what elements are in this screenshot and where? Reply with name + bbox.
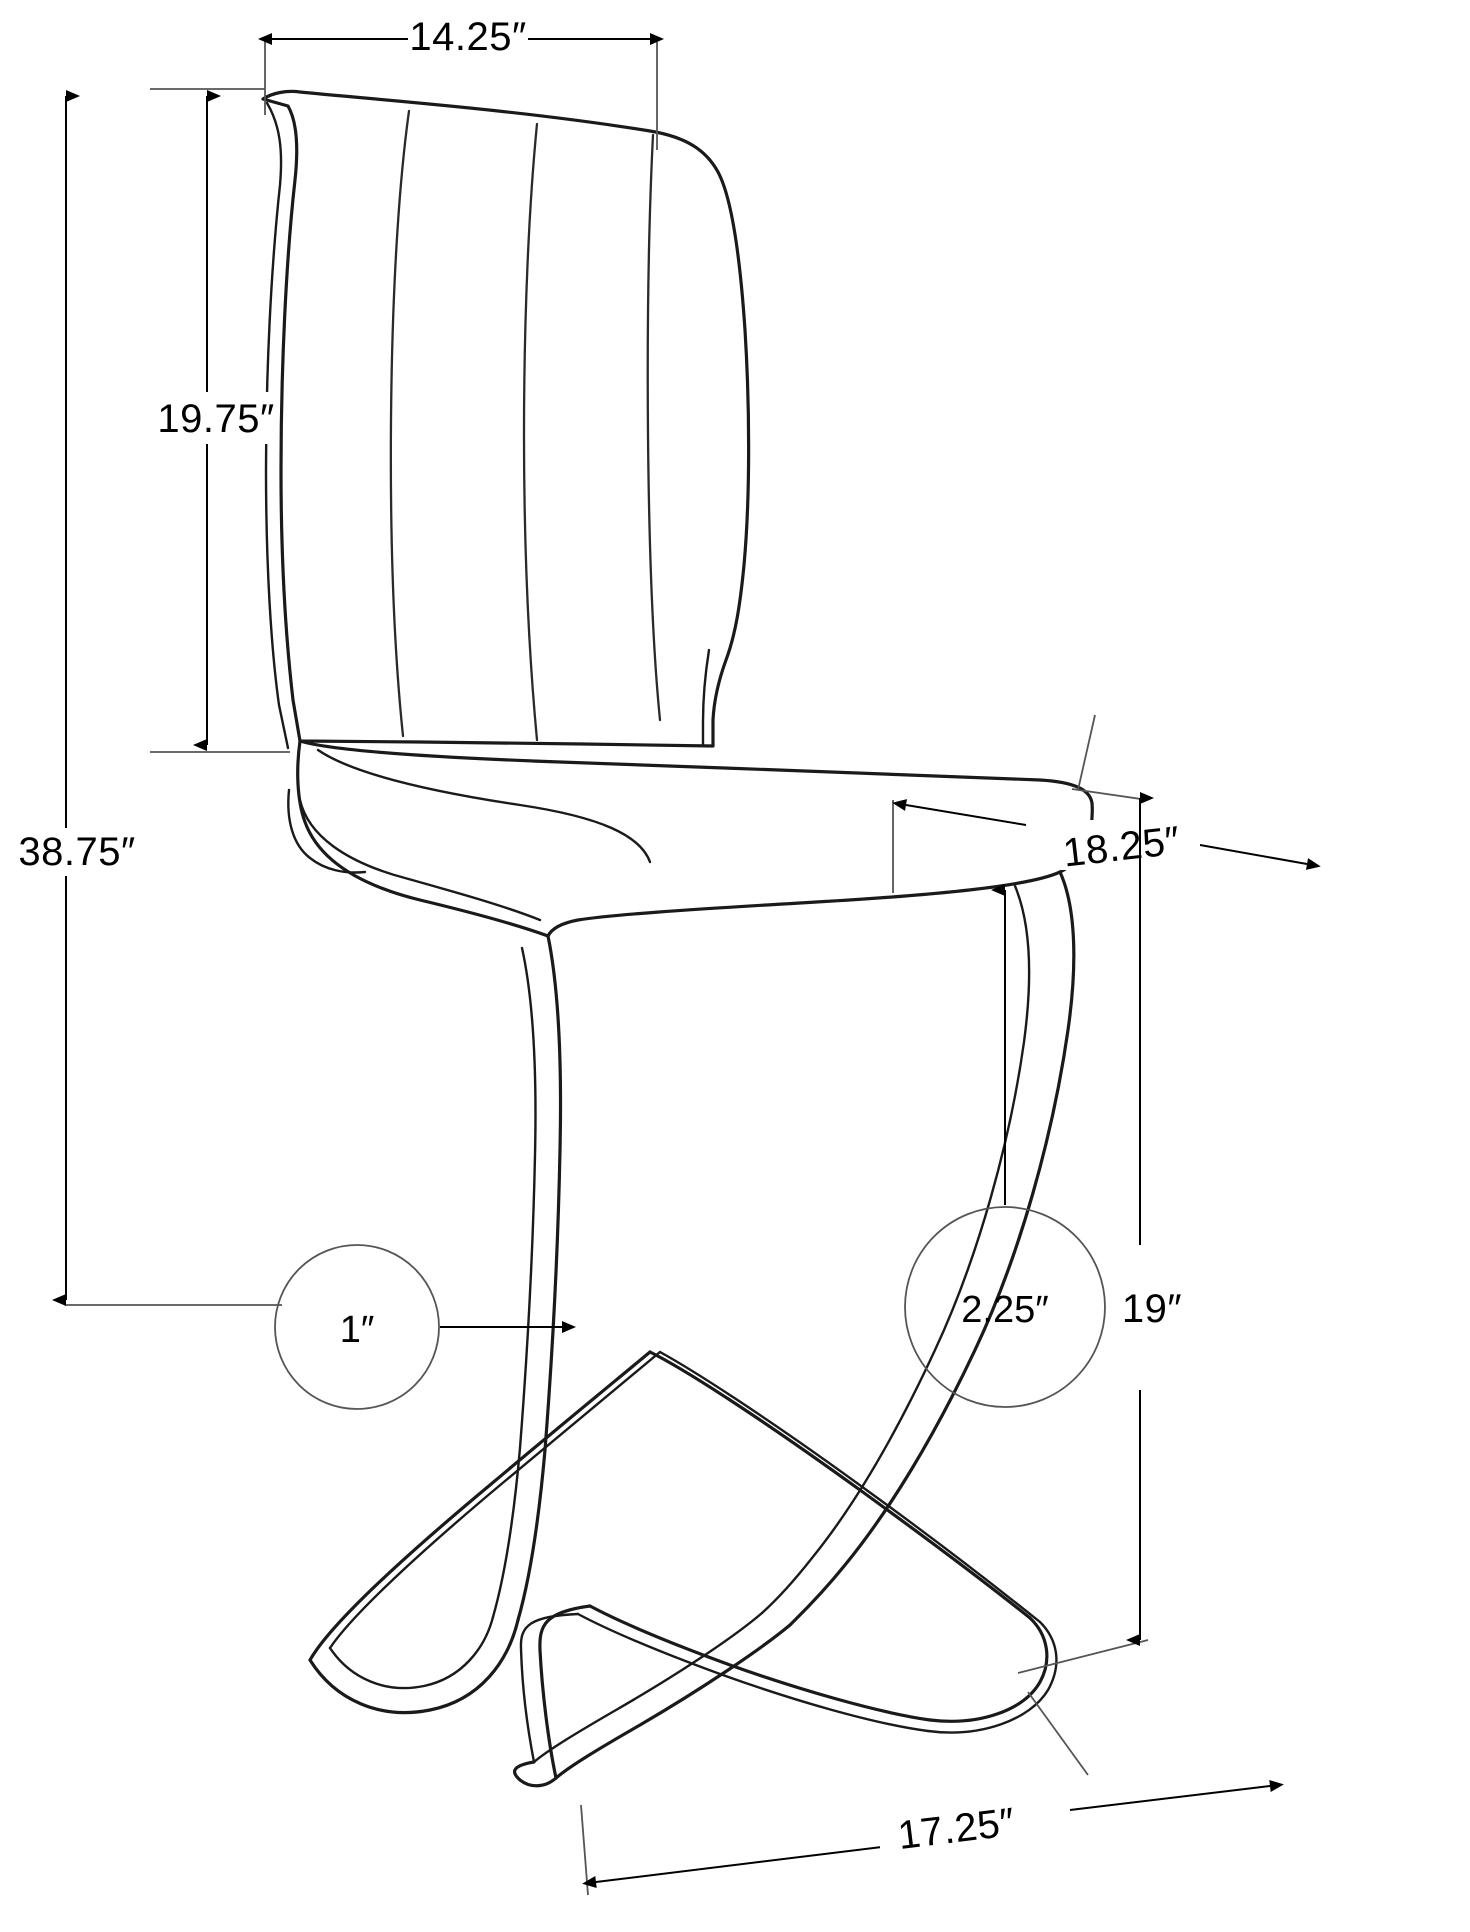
dim-label-overall-height: 38.75″	[18, 830, 135, 874]
frame-left-lower-leg-inner	[519, 1612, 580, 1764]
frame-cross-bar-bottom	[658, 1350, 1042, 1624]
backrest-seam-1	[389, 109, 411, 738]
label-mask-base-depth	[880, 1800, 1040, 1852]
callout-label-1in: 1″	[340, 1309, 375, 1351]
frame-right-outer	[788, 870, 1076, 1627]
seat-top-surface	[298, 739, 1094, 805]
frame-bottom-curve-inner	[328, 1615, 495, 1690]
seat-under-lip	[298, 798, 542, 922]
ext-line-seatheight-top	[1071, 788, 1149, 801]
backrest-right-lower-edge	[701, 648, 711, 747]
callout-circle-225in	[904, 1206, 1106, 1408]
callout-frame-thickness: 1″	[274, 1244, 576, 1410]
frame-right-foot-inner	[532, 1611, 764, 1764]
frame-floor-bar-top	[308, 1350, 652, 1662]
frame-cross-bar-top	[648, 1350, 1032, 1620]
backrest-seam-2	[522, 122, 539, 742]
ext-line-basedepth-left	[580, 1804, 589, 1896]
callout-seat-thickness: 2.25″	[904, 884, 1106, 1408]
frame-left-outer	[516, 934, 563, 1622]
frame-right-base-outer	[928, 1616, 1049, 1723]
dimension-base-depth: 17.25″	[580, 1691, 1284, 1896]
frame-sled-low-left-inner	[576, 1612, 930, 1733]
frame-right-base-inner	[926, 1620, 1058, 1734]
dim-line-seat-depth-left	[892, 799, 1027, 826]
seat-front-edge	[296, 739, 550, 938]
dim-line-base-depth-right	[1069, 1780, 1284, 1811]
label-mask-seat-depth	[1050, 820, 1200, 870]
dim-label-width-top: 14.25″	[409, 15, 526, 59]
label-mask-back-height	[160, 392, 272, 444]
backrest-left-edge	[264, 101, 290, 750]
callout-label-225in: 2.25″	[961, 1289, 1048, 1331]
dimension-seat-height: 19″	[1017, 788, 1202, 1674]
dim-label-seat-height: 19″	[1122, 1287, 1182, 1331]
frame-right-foot	[554, 1623, 792, 1780]
seat-left-tab	[287, 788, 367, 874]
dim-label-back-height: 19.75″	[157, 397, 274, 441]
ext-line-seatdepth-right	[1077, 714, 1096, 791]
dimension-width-top: 14.25″	[258, 15, 664, 150]
frame-left-inner	[491, 946, 537, 1619]
dim-line-base-depth-left	[582, 1845, 891, 1888]
ext-line-seatheight-bottom	[1017, 1639, 1149, 1674]
label-mask-width-top	[408, 16, 528, 62]
frame-left-tip	[513, 1760, 558, 1788]
dimension-seat-depth: 18.25″	[892, 714, 1321, 893]
label-mask-seat-height	[1110, 1282, 1202, 1332]
frame-right-inner	[760, 884, 1031, 1615]
dimension-back-height: 19.75″	[150, 88, 290, 753]
frame-sled-low-left	[588, 1604, 932, 1722]
dim-line-seat-depth-right	[1199, 844, 1321, 870]
backrest-seam-3	[646, 133, 662, 722]
dimension-overall-height: 38.75″	[18, 90, 282, 1306]
seat-inner-contour	[316, 748, 652, 864]
callout-circle-1in	[274, 1244, 440, 1410]
ext-line-basedepth-right	[1027, 1691, 1089, 1776]
frame-bottom-curve-outer	[308, 1618, 520, 1715]
backrest-outline	[261, 89, 751, 748]
frame-floor-bar-bottom	[328, 1350, 662, 1650]
label-mask-overall-height	[22, 828, 132, 876]
chair-illustration	[261, 89, 1094, 1788]
